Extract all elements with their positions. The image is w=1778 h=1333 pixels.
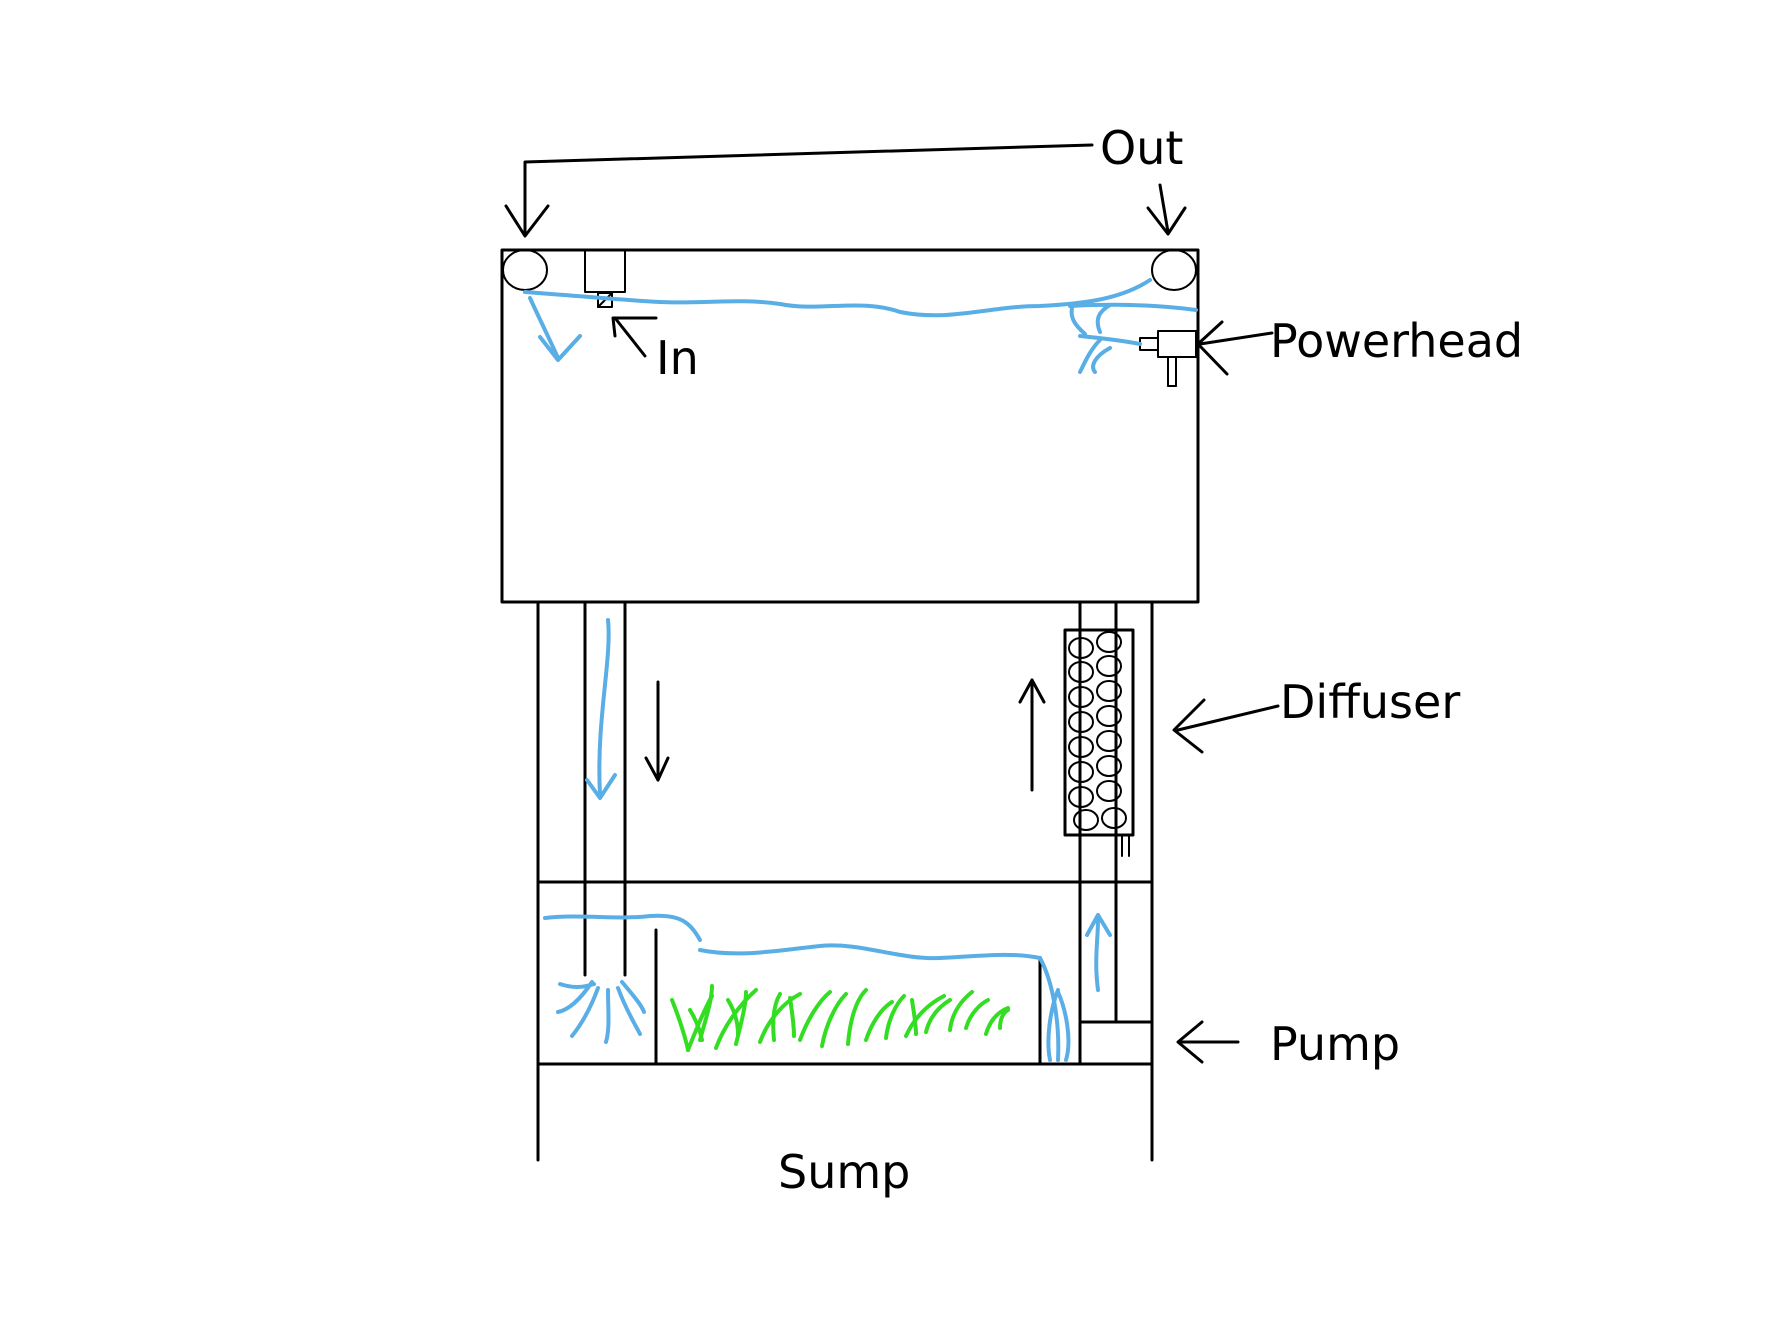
- return-line: [504, 143, 1187, 238]
- powerhead-label: Powerhead: [1270, 314, 1523, 368]
- in-arrow: [611, 316, 658, 358]
- in-label: In: [656, 331, 699, 385]
- diffuser-label: Diffuser: [1280, 675, 1460, 729]
- diffuser-bubbles: [1068, 631, 1127, 831]
- overflow-box: [584, 249, 626, 293]
- left-outlet: [502, 249, 548, 291]
- sump-label: Sump: [778, 1145, 910, 1199]
- pump-arrow: [1176, 1020, 1240, 1064]
- tank-water: [523, 278, 1198, 374]
- drain-flow: [597, 618, 611, 797]
- drain-pipe: [583, 600, 627, 977]
- diffuser-nozzle: [1121, 834, 1130, 857]
- powerhead: [1139, 330, 1197, 387]
- refugium-grass: [670, 984, 1010, 1052]
- down-arrow: [644, 680, 670, 782]
- pump: [1078, 1020, 1154, 1066]
- right-outlet: [1151, 249, 1197, 291]
- sump-water: [543, 913, 1112, 1062]
- pump-label: Pump: [1270, 1017, 1400, 1071]
- diffuser: [1063, 628, 1135, 837]
- display-tank: [500, 248, 1200, 604]
- out-label: Out: [1100, 121, 1183, 175]
- diffuser-arrow: [1172, 698, 1280, 754]
- powerhead-arrow: [1196, 320, 1274, 376]
- up-arrow: [1018, 678, 1046, 792]
